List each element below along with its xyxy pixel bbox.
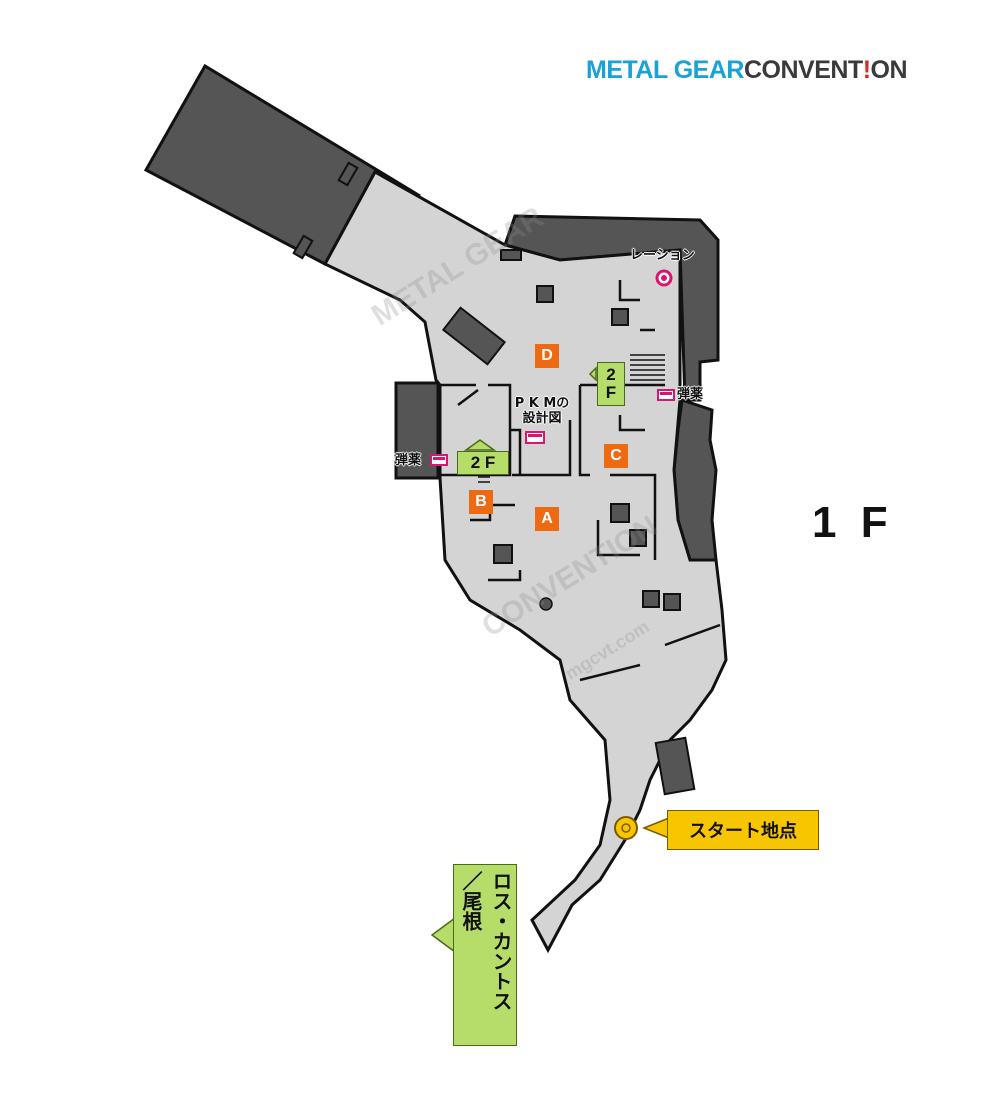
ammo-label-west: 弾薬 [395,453,422,468]
exit-text-line1: ロス・カントス [489,871,513,1011]
crate [629,529,647,547]
barrel [539,597,553,611]
exit-arrow [430,916,456,954]
stairs-arrow-left [588,366,597,382]
brand-logo: METAL GEARCONVENT!ON [586,56,908,84]
ammo-markers [430,389,675,466]
pkm-blueprint-label: P K Mの 設計図 [510,396,574,426]
pillar [337,161,359,187]
exit-sign-los-cantos[interactable]: ロス・カントス／尾根 [453,864,517,1046]
crate [610,503,630,523]
start-callout-pointer [641,816,670,840]
crates [292,161,696,796]
crate [642,590,660,608]
room-marker-b[interactable]: B [469,490,493,514]
stairs-to-2f-east[interactable]: 2 F [597,362,625,406]
pkm-label-line1: P K Mの [514,396,570,411]
pillar [292,234,314,260]
ammo-label-east: 弾薬 [677,387,704,402]
start-marker [614,816,638,840]
room-marker-c[interactable]: C [604,444,628,468]
ration-label: レーション [630,248,695,263]
exit-text-line2: ／尾根 [459,871,483,931]
stairs-arrow-up [463,439,497,451]
crate [500,249,522,261]
crate-large [441,306,507,366]
room-marker-d[interactable]: D [535,344,559,368]
floor-area [322,169,728,954]
crate [663,593,681,611]
crate [536,285,554,303]
exit-text: ロス・カントス／尾根 [454,871,516,1011]
blueprint-marker [525,431,545,444]
crate [493,544,513,564]
room-marker-a[interactable]: A [535,507,559,531]
crate [611,308,629,326]
pkm-label-line2: 設計図 [522,411,562,426]
start-point-label[interactable]: スタート地点 [667,810,819,850]
crate-long [654,736,696,796]
staircase-hatch [478,354,665,483]
stairs-to-2f-west[interactable]: 2 F [457,451,509,475]
floor-label: 1 F [812,498,894,547]
interior-walls [440,280,721,682]
